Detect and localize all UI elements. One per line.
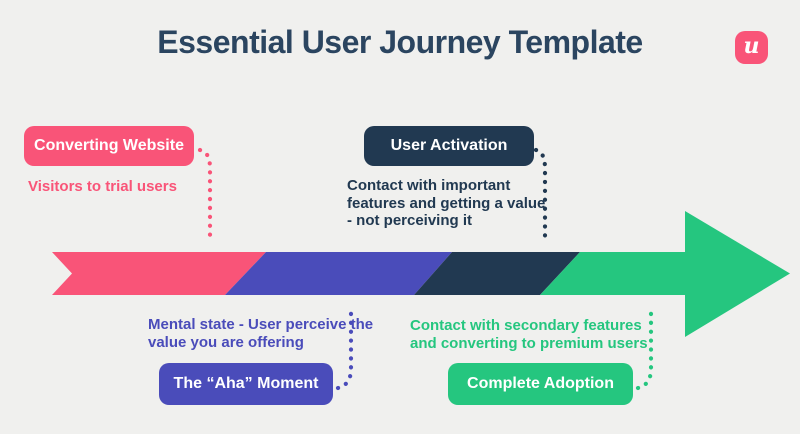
stage-caption-complete-adoption: Contact with secondary features and conv… bbox=[410, 317, 648, 352]
arrow-segment-converting-website bbox=[52, 252, 266, 295]
userpilot-logo: u bbox=[735, 31, 768, 64]
stage-badge-complete-adoption: Complete Adoption bbox=[448, 363, 633, 405]
stage-caption-user-activation: Contact with important features and gett… bbox=[347, 177, 546, 229]
arrow-segment-complete-adoption bbox=[540, 252, 702, 295]
logo-letter: u bbox=[743, 32, 760, 59]
stage-badge-label: Complete Adoption bbox=[467, 375, 614, 392]
stage-badge-label: The “Aha” Moment bbox=[173, 375, 319, 392]
stage-badge-user-activation: User Activation bbox=[364, 126, 534, 166]
stage-caption-converting-website: Visitors to trial users bbox=[28, 178, 177, 195]
stage-caption-aha-moment: Mental state - User perceive the value y… bbox=[148, 316, 374, 351]
connector-user-activation bbox=[533, 147, 548, 241]
stage-badge-label: User Activation bbox=[390, 137, 508, 154]
connector-aha-moment bbox=[335, 303, 354, 391]
stage-badge-converting-website: Converting Website bbox=[24, 126, 194, 166]
arrow-segment-aha-moment bbox=[225, 252, 452, 295]
stage-badge-label: Converting Website bbox=[34, 137, 184, 154]
arrow-head bbox=[685, 211, 790, 337]
page-title: Essential User Journey Template bbox=[157, 24, 643, 60]
connector-complete-adoption bbox=[635, 303, 654, 391]
arrow-segment-user-activation bbox=[414, 252, 580, 295]
stage-badge-aha-moment: The “Aha” Moment bbox=[159, 363, 333, 405]
